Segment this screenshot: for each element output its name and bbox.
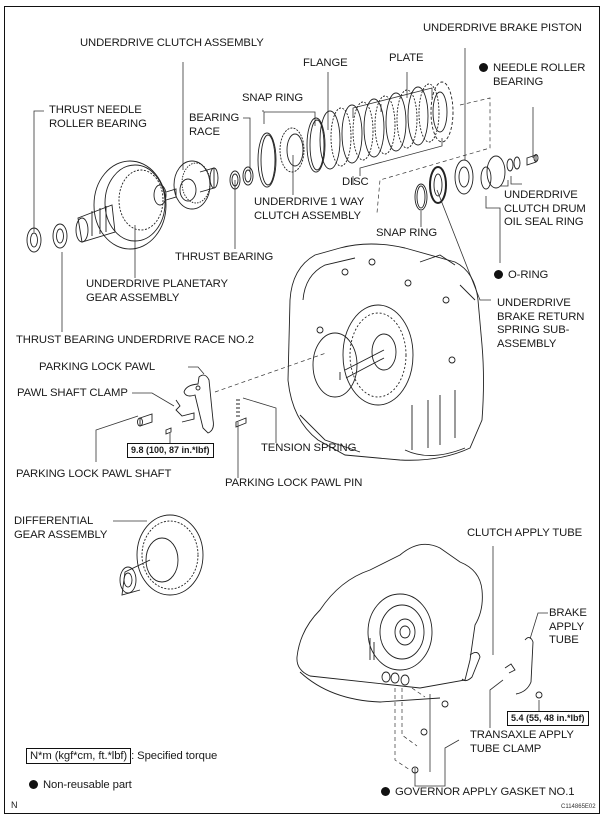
label-o-ring: O-RING (494, 269, 548, 283)
label-underdrive-1-way-clutch-assembly: UNDERDRIVE 1 WAY CLUTCH ASSEMBLY (254, 196, 365, 222)
transaxle-case-drawing (287, 243, 484, 461)
label-underdrive-planetary-gear-assembly: UNDERDRIVE PLANETARY GEAR ASSEMBLY (86, 278, 228, 304)
label-flange: FLANGE (303, 57, 348, 69)
non-reusable-dot-icon (479, 63, 488, 72)
torque-spec-tube-clamp: 5.4 (55, 48 in.*lbf) (507, 711, 589, 726)
non-reusable-dot-icon (29, 780, 38, 789)
legend-torque-box: N*m (kgf*cm, ft.*lbf) (26, 748, 132, 764)
legend-non-reusable-part: Non-reusable part (29, 779, 132, 793)
label-snap-ring-right: SNAP RING (376, 227, 438, 239)
label-disc: DISC (342, 176, 369, 188)
label-underdrive-brake-piston: UNDERDRIVE BRAKE PISTON (423, 22, 582, 34)
legend-specified-torque: N*m (kgf*cm, ft.*lbf): Specified torque (26, 748, 218, 764)
snap-ring-and-1way-clutch (257, 117, 326, 188)
parking-lock-parts-drawing (137, 374, 247, 435)
brake-parts-drawing (414, 154, 539, 211)
label-brake-apply-tube: BRAKE APPLY TUBE (549, 607, 587, 646)
label-parking-lock-pawl-shaft: PARKING LOCK PAWL SHAFT (16, 468, 172, 480)
label-tension-spring: TENSION SPRING (261, 442, 357, 454)
label-thrust-bearing: THRUST BEARING (175, 251, 274, 263)
differential-drawing (119, 514, 204, 596)
label-clutch-apply-tube: CLUTCH APPLY TUBE (467, 527, 583, 539)
label-parking-lock-pawl-pin: PARKING LOCK PAWL PIN (225, 477, 363, 489)
label-needle-roller-bearing: NEEDLE ROLLER BEARING (479, 62, 585, 89)
small-rings (229, 166, 254, 190)
thrust-washers-left (26, 223, 68, 253)
label-transaxle-apply-tube-clamp: TRANSAXLE APPLY TUBE CLAMP (470, 729, 574, 755)
label-differential-gear-assembly: DIFFERENTIAL GEAR ASSEMBLY (14, 515, 108, 541)
figure-code: C114865E02 (561, 804, 596, 810)
label-thrust-needle-roller-bearing: THRUST NEEDLE ROLLER BEARING (49, 104, 147, 130)
non-reusable-dot-icon (494, 270, 503, 279)
non-reusable-dot-icon (381, 787, 390, 796)
orientation-mark: N (11, 800, 18, 810)
leader-lines (33, 48, 548, 787)
transaxle-bottom-drawing (296, 543, 543, 774)
planetary-gear-assembly-drawing (75, 160, 177, 250)
label-plate: PLATE (389, 52, 424, 64)
legend-torque-desc: : Specified torque (131, 750, 218, 762)
label-underdrive-clutch-assembly: UNDERDRIVE CLUTCH ASSEMBLY (80, 37, 264, 49)
dashed-guides (214, 97, 491, 771)
label-snap-ring-top: SNAP RING (242, 92, 304, 104)
label-underdrive-clutch-drum-oil-seal-ring: UNDERDRIVE CLUTCH DRUM OIL SEAL RING (504, 189, 586, 228)
label-underdrive-brake-return-spring: UNDERDRIVE BRAKE RETURN SPRING SUB- ASSE… (497, 297, 585, 350)
torque-spec-pawl-shaft-clamp: 9.8 (100, 87 in.*lbf) (127, 443, 214, 458)
clutch-pack-drawing (319, 81, 454, 170)
label-pawl-shaft-clamp: PAWL SHAFT CLAMP (17, 387, 128, 399)
label-thrust-bearing-underdrive-race-no2: THRUST BEARING UNDERDRIVE RACE NO.2 (16, 334, 254, 346)
label-governor-apply-gasket-no1: GOVERNOR APPLY GASKET NO.1 (381, 786, 575, 800)
label-parking-lock-pawl: PARKING LOCK PAWL (39, 361, 156, 373)
diagram-frame (4, 6, 600, 814)
underdrive-clutch-drawing (173, 160, 219, 210)
label-bearing-race: BEARING RACE (189, 112, 240, 138)
